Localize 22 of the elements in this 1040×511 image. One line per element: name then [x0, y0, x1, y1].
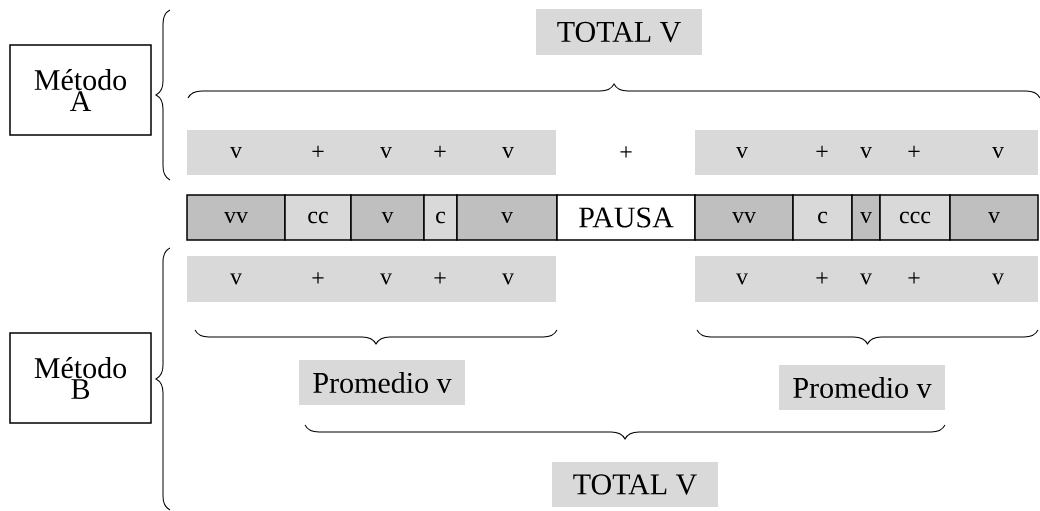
label-box: Promedio v	[299, 360, 465, 405]
segment-cell: vv	[694, 194, 794, 241]
segment-cell: vv	[186, 194, 286, 241]
sum-band: v + v + v	[187, 256, 556, 302]
method-box: Método A	[9, 44, 152, 136]
segment-cell: PAUSA	[556, 194, 696, 241]
plus-sign: +	[620, 146, 632, 158]
method-box: Método B	[9, 332, 152, 424]
segment-cell: v	[456, 194, 558, 241]
sum-band: v + v + v	[695, 130, 1038, 175]
segment-cell: c	[792, 194, 853, 241]
segment-cell: c	[423, 194, 458, 241]
segment-cell: ccc	[879, 194, 951, 241]
segment-cell: v	[949, 194, 1039, 241]
label-box: Promedio v	[779, 365, 945, 410]
segment-cell: v	[851, 194, 881, 241]
segment-cell: cc	[284, 194, 352, 241]
label-box: TOTAL V	[552, 462, 718, 507]
sum-band: v + v + v	[695, 256, 1038, 302]
segment-cell: v	[350, 194, 425, 241]
label-box: TOTAL V	[536, 9, 702, 55]
sum-band: v + v + v	[187, 130, 556, 175]
